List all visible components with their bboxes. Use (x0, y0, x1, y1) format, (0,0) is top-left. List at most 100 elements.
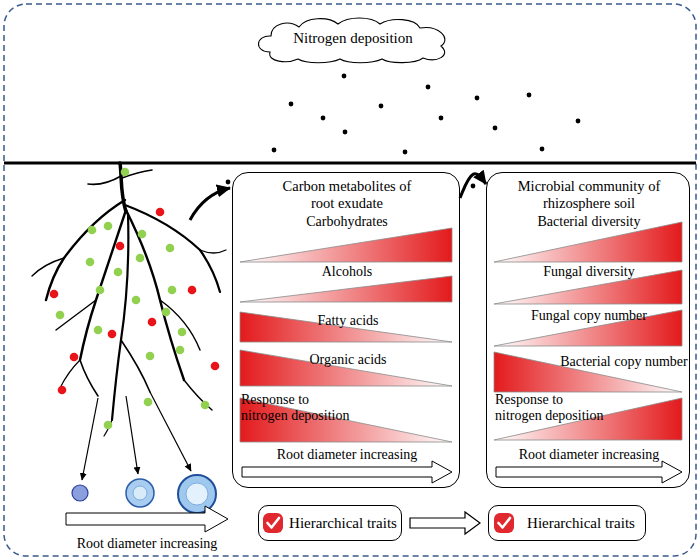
green-dot (168, 286, 177, 295)
root-line (200, 250, 226, 253)
nitrogen-dot (342, 74, 347, 79)
flow-arrow (460, 174, 486, 198)
cross-section (72, 485, 88, 501)
cross-section-core (133, 486, 147, 500)
check-tick (268, 518, 280, 528)
root-cross-sections (72, 475, 216, 513)
nitrogen-dot (471, 184, 476, 189)
root-line (126, 210, 184, 380)
green-dot (178, 328, 187, 337)
root-line (184, 380, 212, 410)
cloud-node: Nitrogen deposition (250, 14, 456, 64)
green-dot (114, 268, 123, 277)
nitrogen-dot (475, 96, 480, 101)
axis-label: Root diameter increasing (487, 447, 691, 463)
red-dot (58, 386, 67, 395)
leader-arrow (150, 392, 191, 471)
panel-box: Carbon metabolites of root exudateCarboh… (232, 172, 460, 488)
green-dot (136, 254, 145, 263)
root-line (160, 300, 200, 350)
dashed-frame (4, 4, 696, 556)
root-line (125, 205, 220, 292)
red-dot (148, 318, 157, 327)
check-tick (499, 518, 511, 528)
green-dot (96, 286, 105, 295)
green-dot (86, 258, 95, 267)
red-dot (50, 290, 59, 299)
check-badge (494, 513, 514, 533)
leader-arrows (82, 392, 191, 480)
nitrogen-dot (426, 85, 431, 90)
root-line (80, 210, 126, 360)
red-dots (50, 208, 220, 395)
trait-label: Response to nitrogen deposition (495, 392, 610, 424)
nitrogen-dot (289, 102, 294, 107)
green-dot (162, 308, 171, 317)
root-line (88, 176, 121, 184)
trait-label: Fungal copy number (487, 308, 691, 324)
trait-label: Bacterial copy number (557, 354, 691, 370)
decreasing-wedge (240, 312, 452, 342)
increasing-wedge (240, 276, 452, 302)
cloud-label: Nitrogen deposition (250, 30, 456, 47)
green-dot (138, 230, 147, 239)
trait-label: Response to nitrogen deposition (241, 392, 356, 424)
check-mark (494, 513, 514, 533)
root-line (104, 420, 112, 436)
nitrogen-dot (439, 116, 444, 121)
trait-label: Carbohydrates (233, 214, 461, 230)
red-dot (188, 286, 197, 295)
root-line (112, 214, 128, 420)
hollow-arrow (66, 506, 228, 532)
axis-label: Root diameter increasing (233, 447, 461, 463)
check-marks (263, 513, 514, 533)
nitrogen-dot (527, 93, 532, 98)
red-dot (70, 353, 79, 362)
hollow-arrow (242, 461, 452, 483)
axis-label: Root diameter increasing (60, 536, 234, 552)
check-badge (263, 513, 283, 533)
red-dot (108, 330, 117, 339)
panel-box: Microbial community of rhizosphere soilB… (486, 172, 690, 488)
nitrogen-dot (540, 147, 545, 152)
cross-section (178, 475, 216, 513)
root-system (32, 163, 226, 436)
gradient-wedges (240, 222, 682, 442)
green-dots (56, 168, 210, 430)
root-line (80, 360, 98, 396)
root-line (56, 300, 96, 330)
trait-box-label: Hierarchical traits (517, 515, 645, 532)
nitrogen-dot (403, 150, 408, 155)
trait-box: Hierarchical traits (488, 505, 646, 541)
nitrogen-dot (343, 130, 348, 135)
root-line (32, 258, 64, 276)
panel-heading: Microbial community of rhizosphere soil (513, 178, 665, 211)
red-dot (156, 208, 165, 217)
trait-label: Alcohols (233, 264, 461, 280)
nitrogen-dot (226, 180, 231, 185)
green-dot (176, 346, 185, 355)
green-dot (132, 296, 141, 305)
green-dot (94, 326, 103, 335)
green-dot (88, 226, 97, 235)
green-dot (166, 244, 175, 253)
nitrogen-dot (493, 126, 498, 131)
cross-section (126, 479, 154, 507)
green-dot (104, 421, 113, 430)
green-dot (56, 311, 65, 320)
trait-box-label: Hierarchical traits (285, 515, 401, 532)
increasing-wedge (240, 228, 452, 262)
nitrogen-dot (321, 116, 326, 121)
green-dot (144, 398, 153, 407)
exudation-arrow (190, 188, 230, 220)
leader-arrow (82, 398, 98, 480)
green-dot (146, 352, 155, 361)
hollow-arrow (496, 461, 682, 483)
block-arrow (410, 512, 480, 534)
trait-label: Fatty acids (273, 313, 423, 329)
green-dot (201, 401, 210, 410)
soil-surface-line (4, 161, 696, 164)
nitrogen-dot (272, 148, 277, 153)
root-line (121, 340, 150, 392)
